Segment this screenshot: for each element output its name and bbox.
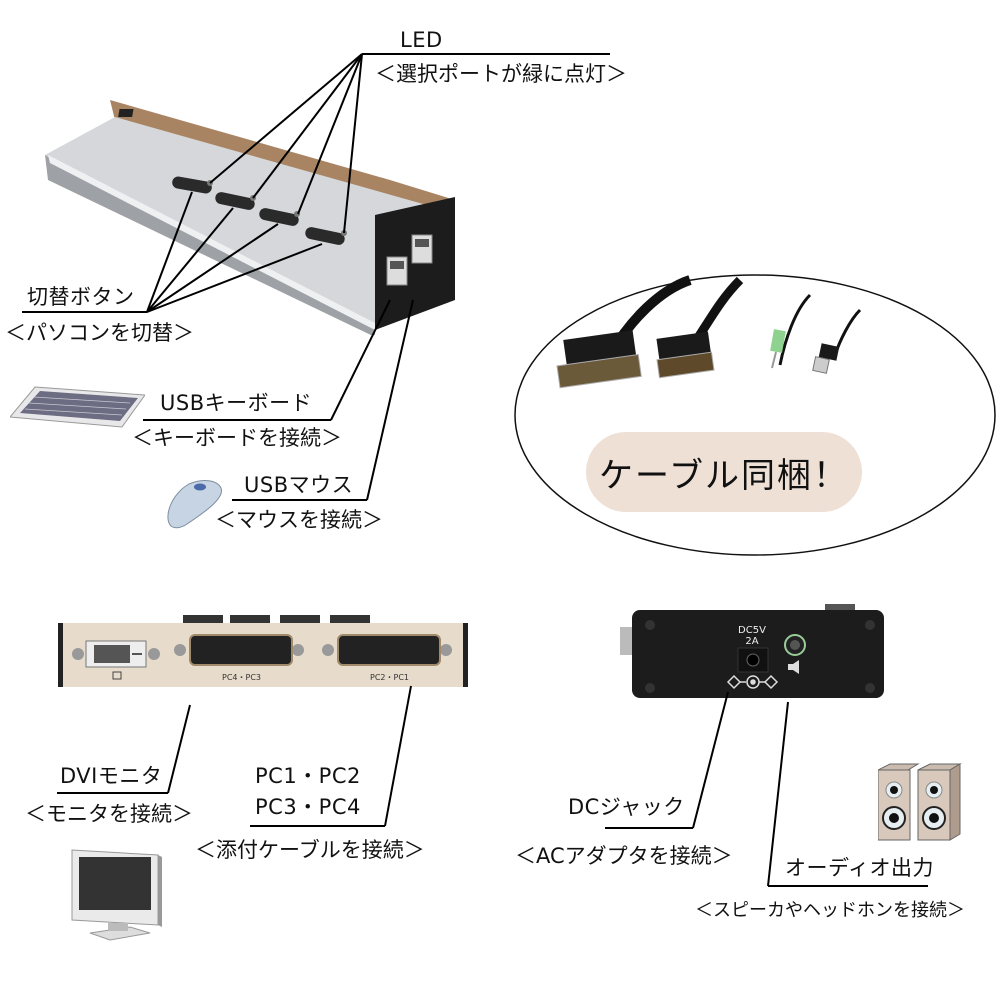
dvi-monitor-title: DVIモニタ bbox=[60, 764, 163, 788]
port-label-pc2-pc1: PC2・PC1 bbox=[370, 673, 409, 682]
dc-jack-title: DCジャック bbox=[568, 795, 685, 819]
power-current: 2A bbox=[745, 636, 759, 647]
usb-mouse-description: ＜マウスを接続＞ bbox=[215, 508, 383, 532]
switch-button-title: 切替ボタン bbox=[27, 285, 135, 309]
usb-mouse-title: USBマウス bbox=[244, 473, 354, 497]
switch-buttons bbox=[172, 176, 345, 245]
cable-included-callout: ケーブル同梱！ bbox=[586, 432, 862, 512]
mouse-icon bbox=[167, 480, 222, 529]
pc-ports-title-line1: PC1・PC2 bbox=[255, 764, 361, 788]
speaker-symbol-icon bbox=[788, 660, 799, 674]
switch-button-description: ＜パソコンを切替＞ bbox=[5, 321, 194, 345]
power-voltage: DC5V bbox=[738, 625, 766, 636]
pc-ports-title-line2: PC3・PC4 bbox=[255, 795, 361, 819]
kvm-switch-image bbox=[45, 100, 455, 335]
kvm-front-panel-image bbox=[58, 615, 468, 687]
dvi-monitor-description: ＜モニタを接続＞ bbox=[25, 802, 193, 826]
keyboard-icon bbox=[10, 386, 145, 428]
cable-bundle-image bbox=[514, 274, 996, 556]
usb-keyboard-description: ＜キーボードを接続＞ bbox=[132, 426, 342, 450]
speakers-icon bbox=[878, 763, 962, 841]
callout-text: ケーブル同梱！ bbox=[599, 455, 849, 496]
led-title: LED bbox=[400, 28, 443, 52]
pc-ports-description: ＜添付ケーブルを接続＞ bbox=[195, 838, 425, 862]
kvm-rear-panel-image bbox=[620, 604, 884, 698]
power-rating-label: DC5V 2A bbox=[737, 625, 767, 647]
dc-jack-description: ＜ACアダプタを接続＞ bbox=[515, 844, 733, 868]
polarity-symbol-icon bbox=[726, 674, 779, 690]
led-description: ＜選択ポートが緑に点灯＞ bbox=[375, 62, 627, 86]
monitor-icon bbox=[71, 849, 162, 941]
audio-out-description: ＜スピーカやヘッドホンを接続＞ bbox=[695, 900, 965, 921]
audio-out-title: オーディオ出力 bbox=[785, 856, 935, 880]
usb-keyboard-title: USBキーボード bbox=[160, 391, 313, 415]
port-label-pc4-pc3: PC4・PC3 bbox=[222, 673, 261, 682]
